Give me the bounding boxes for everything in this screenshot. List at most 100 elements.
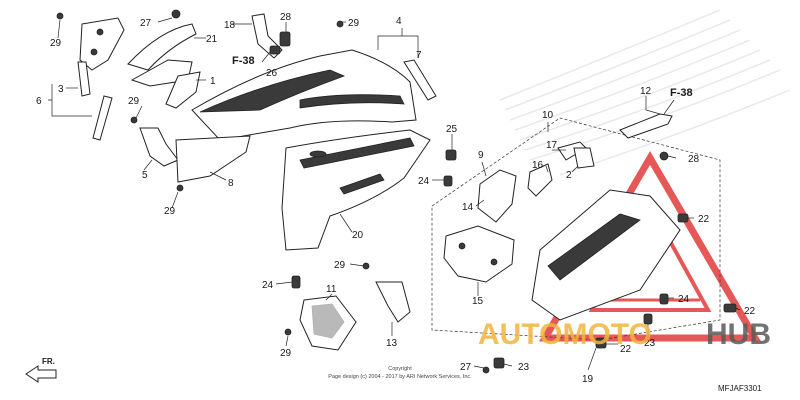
assembly-outline-10: [431, 117, 721, 341]
callout-29b: 29: [348, 18, 360, 29]
copyright-line-1: Copyright: [388, 366, 412, 372]
callout-25: 25: [446, 124, 458, 135]
bolt-22b: [723, 303, 737, 313]
callout-2: 2: [566, 170, 572, 181]
callout-24c: 24: [262, 280, 274, 291]
bolt-24b: [659, 293, 669, 305]
bracket-12: [619, 113, 673, 139]
callout-26: 26: [266, 68, 278, 79]
panel-15: [443, 225, 515, 283]
screw-29d: [176, 184, 184, 192]
callout-9: 9: [478, 150, 484, 161]
screw-29a: [56, 12, 64, 20]
callout-28a: 28: [280, 12, 292, 23]
callout-8: 8: [228, 178, 234, 189]
clip-28b: [659, 151, 669, 161]
clip-26: [269, 45, 281, 55]
ref-label-b: F-38: [670, 87, 693, 99]
fairing-stripe: [199, 69, 346, 113]
cowl-vent: [339, 173, 385, 195]
callout-23b: 23: [518, 362, 530, 373]
callout-21: 21: [206, 34, 218, 45]
copyright-line-2: Page design (c) 2004 - 2017 by ARI Netwo…: [328, 374, 472, 380]
callout-27a: 27: [140, 18, 152, 29]
bracket-13: [375, 281, 411, 323]
watermark-text-hub: HUB: [706, 318, 771, 351]
callout-7: 7: [416, 50, 422, 61]
bolt-23b: [493, 357, 505, 369]
callout-14: 14: [462, 202, 474, 213]
callout-6: 6: [36, 96, 42, 107]
callout-20: 20: [352, 230, 364, 241]
callout-22b: 22: [744, 306, 756, 317]
bolt-25: [445, 149, 457, 161]
callout-29e: 29: [334, 260, 346, 271]
cowl-lower-stripe: [547, 213, 641, 281]
panel-11-inset: [311, 303, 345, 339]
callout-3: 3: [58, 84, 64, 95]
screw-29c: [130, 116, 138, 124]
screw-29f: [284, 328, 292, 336]
bracket-2: [573, 147, 595, 169]
hole: [458, 242, 466, 250]
panel-14: [477, 169, 517, 223]
callout-29a: 29: [50, 38, 62, 49]
front-label: FR.: [42, 357, 55, 366]
callout-17: 17: [546, 140, 558, 151]
lower-cowl-19: [531, 189, 681, 321]
callout-11: 11: [326, 284, 337, 295]
callout-18: 18: [224, 20, 236, 31]
callout-23a: 23: [644, 338, 656, 349]
clip-27b: [482, 366, 490, 374]
callout-19: 19: [582, 374, 594, 385]
callout-13: 13: [386, 338, 398, 349]
panel-11: [299, 295, 357, 351]
bolt-22c: [595, 337, 607, 349]
hole: [490, 258, 498, 266]
clip-28: [279, 31, 291, 47]
panel-21: [127, 23, 197, 71]
panel-8: [175, 135, 251, 183]
bracket-29: [79, 17, 125, 71]
strip-3: [77, 61, 91, 97]
callout-24a: 24: [418, 176, 430, 187]
callout-1: 1: [210, 76, 216, 87]
bolt-hole: [96, 28, 104, 36]
leader-lines: [48, 17, 741, 371]
screw-29b: [336, 20, 344, 28]
callout-22c: 22: [620, 344, 632, 355]
callout-29d: 29: [164, 206, 176, 217]
front-arrow-icon: [25, 365, 57, 383]
callouts: 29 27 21 18 28 29 4 7 3 6 26 1 29 5 8 29…: [36, 12, 762, 393]
bolt-22a: [677, 213, 689, 223]
callout-5: 5: [142, 170, 148, 181]
bracket-16: [527, 163, 553, 197]
callout-4: 4: [396, 16, 402, 27]
watermark-logo: AUTOMOTO HUB: [478, 318, 771, 351]
bracket-5: [139, 127, 179, 167]
bolt-hole: [90, 48, 98, 56]
fasteners: [56, 12, 737, 374]
clip-27: [171, 9, 181, 19]
fairing-stripe: [299, 94, 405, 109]
callout-12: 12: [640, 86, 652, 97]
cover-1: [165, 71, 201, 109]
callout-27b: 27: [460, 362, 472, 373]
callout-29c: 29: [128, 96, 140, 107]
cowl-emblem: [309, 150, 327, 158]
strip-6: [92, 95, 113, 141]
callout-29f: 29: [280, 348, 292, 359]
callout-28b: 28: [688, 154, 700, 165]
watermark-text-auto: AUTOMOTO: [478, 318, 652, 351]
callout-15: 15: [472, 296, 484, 307]
strip-7: [403, 59, 437, 101]
callout-10: 10: [542, 110, 554, 121]
diagram-code: MFJAF3301: [718, 384, 762, 393]
callout-16: 16: [532, 160, 544, 171]
ref-label-a: F-38: [232, 55, 255, 67]
callout-22a: 22: [698, 214, 710, 225]
bolt-24a: [443, 175, 453, 187]
bolt-24c: [291, 275, 301, 289]
